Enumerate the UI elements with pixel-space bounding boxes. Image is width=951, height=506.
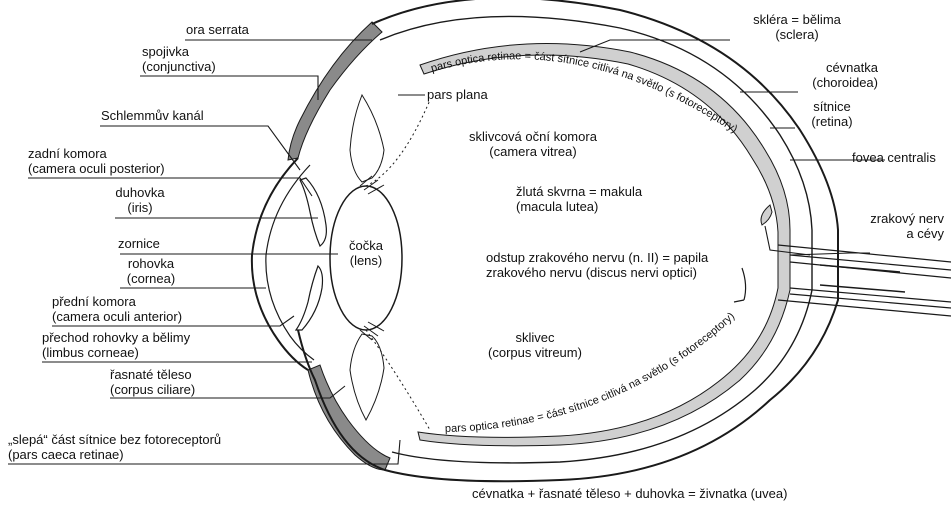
- label-sklivcova-komora-cz: sklivcová oční komora: [458, 129, 608, 144]
- label-predni-komora-cz: přední komora: [52, 294, 182, 309]
- label-corpus-ciliare-cz: řasnaté těleso: [110, 367, 195, 382]
- label-zadni-komora-lat: (camera oculi posterior): [28, 161, 165, 176]
- ciliary-body-lower: [350, 334, 384, 420]
- label-papila: odstup zrakového nervu (n. II) = papila …: [486, 250, 708, 280]
- optic-nerve: [778, 245, 951, 316]
- label-sitnice-lat: (retina): [796, 114, 868, 129]
- label-cevnatka-cz: cévnatka: [790, 60, 878, 75]
- label-pars-caeca-cz: „slepá“ část sítnice bez fotoreceptorů: [8, 432, 221, 447]
- label-schlemm: Schlemmův kanál: [101, 108, 204, 123]
- label-ora-serrata: ora serrata: [186, 22, 249, 37]
- label-zadni-komora-cz: zadní komora: [28, 146, 165, 161]
- label-predni-komora: přední komora (camera oculi anterior): [52, 294, 182, 324]
- label-rohovka-cz: rohovka: [120, 256, 182, 271]
- label-predni-komora-lat: (camera oculi anterior): [52, 309, 182, 324]
- fovea-pit: [761, 205, 772, 225]
- label-cevnatka: cévnatka (choroidea): [790, 60, 878, 90]
- label-sklivcova-komora: sklivcová oční komora (camera vitrea): [458, 129, 608, 159]
- label-pars-caeca-lat: (pars caeca retinae): [8, 447, 221, 462]
- label-papila-2: zrakového nervu (discus nervi optici): [486, 265, 708, 280]
- label-spojivka-lat: (conjunctiva): [142, 59, 216, 74]
- optic-disc: [734, 268, 746, 302]
- label-cocka: čočka (lens): [336, 238, 396, 268]
- retina-band: [418, 44, 790, 446]
- label-spojivka: spojivka (conjunctiva): [142, 44, 216, 74]
- label-sklivec: sklivec (corpus vitreum): [480, 330, 590, 360]
- label-duhovka-lat: (iris): [114, 200, 166, 215]
- label-corpus-ciliare-lat: (corpus ciliare): [110, 382, 195, 397]
- pars-optica-bottom-label: pars optica retinae = část sítnice citli…: [445, 310, 737, 435]
- label-makula: žlutá skvrna = makula (macula lutea): [516, 184, 642, 214]
- label-papila-1: odstup zrakového nervu (n. II) = papila: [486, 250, 708, 265]
- label-zornice: zornice: [118, 236, 160, 251]
- label-cevnatka-lat: (choroidea): [790, 75, 878, 90]
- ciliary-body-upper: [350, 95, 384, 182]
- label-sklera-lat: (sclera): [732, 27, 862, 42]
- label-pars-caeca: „slepá“ část sítnice bez fotoreceptorů (…: [8, 432, 221, 462]
- label-nerv-2: a cévy: [830, 226, 944, 241]
- label-limbus-cz: přechod rohovky a bělimy: [42, 330, 190, 345]
- label-fovea: fovea centralis: [852, 150, 936, 165]
- label-cocka-lat: (lens): [336, 253, 396, 268]
- optic-vessels: [820, 265, 905, 292]
- label-cocka-cz: čočka: [336, 238, 396, 253]
- label-sklivcova-komora-lat: (camera vitrea): [458, 144, 608, 159]
- label-zadni-komora: zadní komora (camera oculi posterior): [28, 146, 165, 176]
- label-sklivec-lat: (corpus vitreum): [480, 345, 590, 360]
- label-makula-cz: žlutá skvrna = makula: [516, 184, 642, 199]
- label-pars-plana: pars plana: [427, 87, 488, 102]
- label-duhovka: duhovka (iris): [114, 185, 166, 215]
- leader-lines: [8, 40, 885, 464]
- iris-lower: [296, 266, 323, 330]
- label-limbus: přechod rohovky a bělimy (limbus corneae…: [42, 330, 190, 360]
- label-nerv: zrakový nerv a cévy: [830, 211, 944, 241]
- label-spojivka-cz: spojivka: [142, 44, 216, 59]
- label-uvea: cévnatka + řasnaté těleso + duhovka = ži…: [472, 486, 787, 501]
- label-corpus-ciliare: řasnaté těleso (corpus ciliare): [110, 367, 195, 397]
- label-sklera-cz: skléra = bělima: [732, 12, 862, 27]
- label-sitnice-cz: sítnice: [796, 99, 868, 114]
- iris-upper: [300, 178, 326, 246]
- label-nerv-1: zrakový nerv: [830, 211, 944, 226]
- label-rohovka: rohovka (cornea): [120, 256, 182, 286]
- label-sitnice: sítnice (retina): [796, 99, 868, 129]
- label-sklivec-cz: sklivec: [480, 330, 590, 345]
- label-limbus-lat: (limbus corneae): [42, 345, 190, 360]
- label-makula-lat: (macula lutea): [516, 199, 642, 214]
- label-duhovka-cz: duhovka: [114, 185, 166, 200]
- label-sklera: skléra = bělima (sclera): [732, 12, 862, 42]
- label-rohovka-lat: (cornea): [120, 271, 182, 286]
